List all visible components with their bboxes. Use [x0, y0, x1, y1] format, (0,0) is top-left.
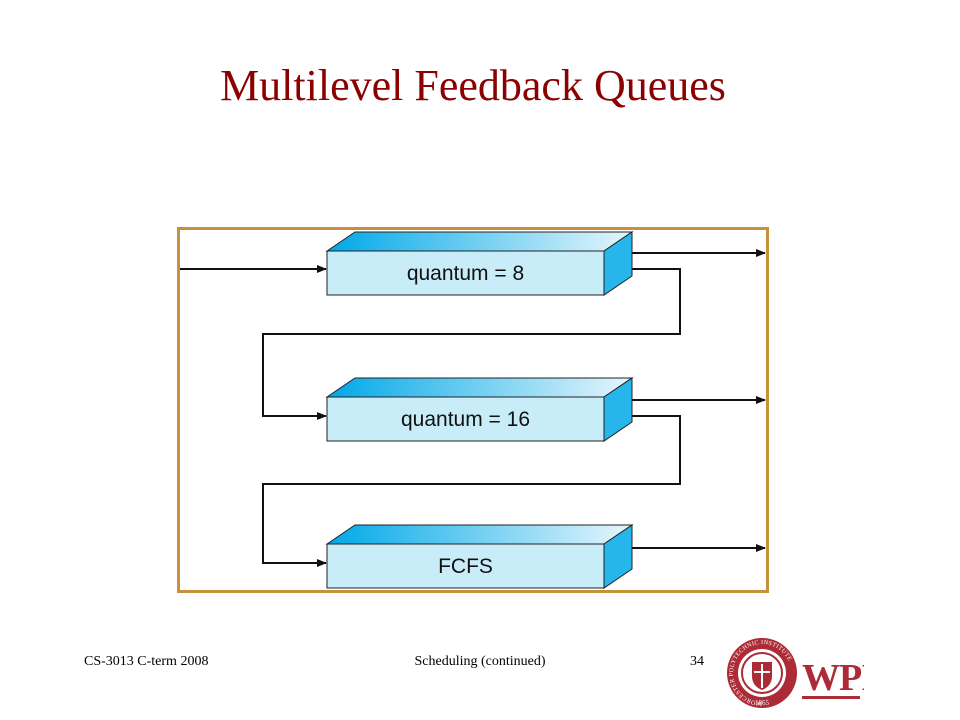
wpi-logo: WORCESTER POLYTECHNIC INSTITUTE 1865 WPI: [727, 638, 864, 708]
footer-page-number: 34: [690, 654, 704, 669]
queue-box-top: [325, 377, 634, 398]
demote-arrow-2-to-3: [262, 415, 681, 567]
footer-topic: Scheduling (continued): [414, 654, 546, 669]
footer-course: CS-3013 C-term 2008: [84, 654, 209, 669]
queue-box-front: [326, 250, 605, 296]
wordmark-underline: [802, 696, 860, 699]
queue-box-front: [326, 396, 605, 442]
queue-label: FCFS: [438, 555, 493, 578]
slide-title: Multilevel Feedback Queues: [220, 61, 726, 110]
wpi-wordmark: WPI: [802, 657, 864, 699]
queue-box-top: [325, 231, 634, 252]
queue-box-3: FCFS: [325, 524, 634, 589]
queue-box-1: quantum = 8: [325, 231, 634, 296]
diagram-frame: [177, 227, 769, 593]
wpi-seal-icon: WORCESTER POLYTECHNIC INSTITUTE 1865: [727, 638, 797, 708]
demote-arrow-1-to-2: [262, 268, 681, 420]
seal-year: 1865: [755, 699, 770, 707]
queue-box-front: [326, 543, 605, 589]
queue-box-top: [325, 524, 634, 545]
queue-box-2: quantum = 16: [325, 377, 634, 442]
queue-label: quantum = 8: [407, 262, 524, 285]
queue-label: quantum = 16: [401, 408, 530, 431]
